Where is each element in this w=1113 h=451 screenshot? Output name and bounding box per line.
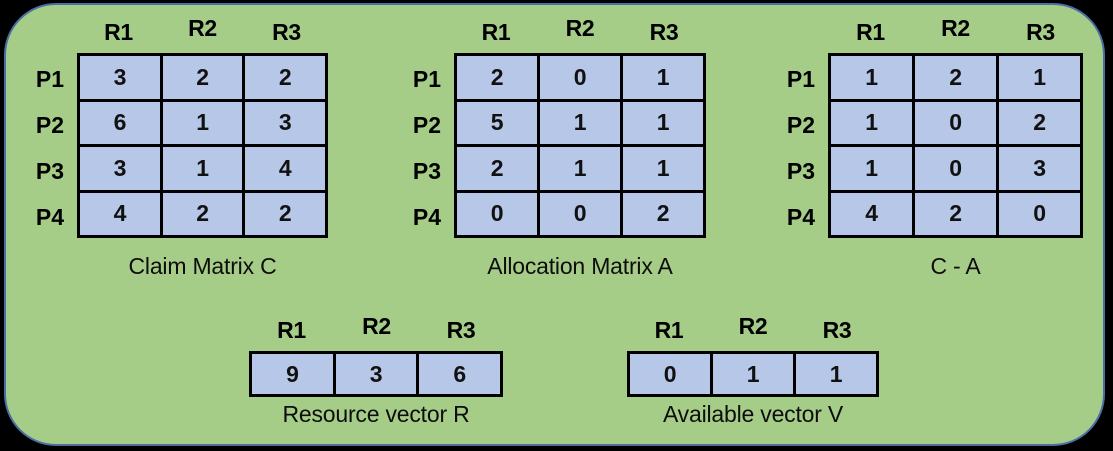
need-cell-p1-r3: 1 bbox=[999, 56, 1080, 99]
need-row-label-p1: P1 bbox=[786, 65, 816, 92]
need-col-header-r1: R1 bbox=[856, 19, 885, 45]
allocation-cell-p1-r2: 0 bbox=[540, 56, 620, 99]
claim-row-label-p1: P1 bbox=[35, 65, 65, 92]
claim-cell-p4-r3: 2 bbox=[245, 192, 325, 235]
claim-matrix-column-headers: R1 R2 R3 bbox=[77, 15, 328, 53]
claim-cell-p2-r2: 1 bbox=[162, 101, 243, 144]
allocation-row-label-p4: P4 bbox=[412, 203, 442, 230]
claim-matrix-caption: Claim Matrix C bbox=[128, 253, 277, 279]
resource-col-header-r3: R3 bbox=[446, 317, 476, 343]
claim-row-label-p3: P3 bbox=[35, 157, 65, 184]
resource-cell-r3: 6 bbox=[419, 354, 500, 394]
resource-col-header-r2: R2 bbox=[362, 313, 391, 339]
claim-cell-p2-r3: 3 bbox=[245, 101, 325, 144]
claim-col-header-r2: R2 bbox=[188, 15, 217, 41]
claim-cell-p3-r3: 4 bbox=[245, 147, 325, 190]
available-col-header-r1: R1 bbox=[654, 317, 684, 343]
need-matrix-row-labels: P1 P2 P3 P4 bbox=[779, 56, 823, 240]
allocation-cell-p3-r3: 1 bbox=[623, 147, 703, 190]
allocation-row-label-p1: P1 bbox=[412, 65, 442, 92]
allocation-cell-p1-r3: 1 bbox=[623, 56, 703, 99]
allocation-matrix-caption: Allocation Matrix A bbox=[487, 253, 673, 279]
resource-vector-caption: Resource vector R bbox=[282, 401, 470, 427]
need-cell-p1-r1: 1 bbox=[831, 56, 912, 99]
allocation-cell-p2-r1: 5 bbox=[457, 101, 537, 144]
need-cell-p2-r2: 0 bbox=[915, 101, 996, 144]
resource-cell-r2: 3 bbox=[335, 354, 417, 394]
allocation-cell-p3-r1: 2 bbox=[457, 147, 537, 190]
available-cell-r1: 0 bbox=[630, 354, 710, 394]
claim-row-label-p4: P4 bbox=[35, 203, 65, 230]
allocation-matrix-row-labels: P1 P2 P3 P4 bbox=[405, 56, 449, 240]
allocation-cell-p4-r1: 0 bbox=[457, 192, 537, 235]
claim-col-header-r3: R3 bbox=[272, 19, 301, 45]
need-row-label-p3: P3 bbox=[786, 157, 816, 184]
allocation-cell-p4-r3: 2 bbox=[623, 192, 703, 235]
need-col-header-r3: R3 bbox=[1026, 19, 1055, 45]
allocation-row-label-p3: P3 bbox=[412, 157, 442, 184]
allocation-col-header-r3: R3 bbox=[649, 19, 679, 45]
resource-vector-grid: 9 3 6 bbox=[249, 351, 503, 397]
claim-matrix-block: R1 R2 R3 P1 P2 P3 P4 3 2 2 6 1 3 3 1 4 bbox=[36, 15, 328, 238]
allocation-matrix-grid: P1 P2 P3 P4 2 0 1 5 1 1 2 1 1 0 0 2 bbox=[413, 53, 706, 238]
claim-cell-p1-r3: 2 bbox=[245, 56, 325, 99]
allocation-row-label-p2: P2 bbox=[412, 111, 442, 138]
need-cell-p4-r2: 2 bbox=[915, 192, 996, 235]
allocation-cell-p3-r2: 1 bbox=[540, 147, 620, 190]
allocation-matrix-block: R1 R2 R3 P1 P2 P3 P4 2 0 1 5 1 1 2 1 1 bbox=[413, 15, 706, 238]
claim-matrix-row-labels: P1 P2 P3 P4 bbox=[28, 56, 72, 240]
claim-cell-p1-r1: 3 bbox=[80, 56, 160, 99]
need-cell-p3-r2: 0 bbox=[915, 147, 996, 190]
available-vector-block: R1 R2 R3 0 1 1 bbox=[627, 313, 879, 397]
need-matrix-block: R1 R2 R3 P1 P2 P3 P4 1 2 1 1 0 2 1 0 3 bbox=[787, 15, 1083, 238]
diagram-panel: R1 R2 R3 P1 P2 P3 P4 3 2 2 6 1 3 3 1 4 bbox=[4, 3, 1105, 446]
need-cell-p3-r1: 1 bbox=[831, 147, 912, 190]
need-cell-p1-r2: 2 bbox=[915, 56, 996, 99]
available-cell-r2: 1 bbox=[713, 354, 793, 394]
need-cell-p4-r1: 4 bbox=[831, 192, 912, 235]
allocation-col-header-r2: R2 bbox=[565, 15, 595, 41]
need-cell-p3-r3: 3 bbox=[999, 147, 1080, 190]
resource-cell-r1: 9 bbox=[252, 354, 333, 394]
need-matrix-caption: C - A bbox=[930, 253, 981, 279]
available-vector-caption: Available vector V bbox=[662, 401, 844, 427]
need-cell-p2-r3: 2 bbox=[999, 101, 1080, 144]
claim-cell-p4-r2: 2 bbox=[162, 192, 243, 235]
need-cell-p2-r1: 1 bbox=[831, 101, 912, 144]
need-row-label-p4: P4 bbox=[786, 203, 816, 230]
claim-row-label-p2: P2 bbox=[35, 111, 65, 138]
resource-col-header-r1: R1 bbox=[277, 317, 306, 343]
allocation-cell-p2-r2: 1 bbox=[540, 101, 620, 144]
allocation-cell-p4-r2: 0 bbox=[540, 192, 620, 235]
need-cell-p4-r3: 0 bbox=[999, 192, 1080, 235]
claim-cell-p2-r1: 6 bbox=[80, 101, 160, 144]
need-matrix-column-headers: R1 R2 R3 bbox=[828, 15, 1083, 53]
available-vector-grid: 0 1 1 bbox=[627, 351, 879, 397]
claim-cell-p3-r1: 3 bbox=[80, 147, 160, 190]
need-matrix-grid: P1 P2 P3 P4 1 2 1 1 0 2 1 0 3 4 2 0 bbox=[787, 53, 1083, 238]
available-cell-r3: 1 bbox=[796, 354, 876, 394]
claim-matrix-grid: P1 P2 P3 P4 3 2 2 6 1 3 3 1 4 4 2 2 bbox=[36, 53, 328, 238]
allocation-col-header-r1: R1 bbox=[481, 19, 511, 45]
available-col-header-r2: R2 bbox=[738, 313, 768, 339]
claim-col-header-r1: R1 bbox=[104, 19, 133, 45]
allocation-cell-p1-r1: 2 bbox=[457, 56, 537, 99]
resource-vector-column-headers: R1 R2 R3 bbox=[249, 313, 503, 351]
claim-cell-p3-r2: 1 bbox=[162, 147, 243, 190]
need-row-label-p2: P2 bbox=[786, 111, 816, 138]
available-vector-column-headers: R1 R2 R3 bbox=[627, 313, 879, 351]
allocation-cell-p2-r3: 1 bbox=[623, 101, 703, 144]
available-col-header-r3: R3 bbox=[822, 317, 852, 343]
resource-vector-block: R1 R2 R3 9 3 6 bbox=[249, 313, 503, 397]
need-col-header-r2: R2 bbox=[941, 15, 970, 41]
claim-cell-p4-r1: 4 bbox=[80, 192, 160, 235]
allocation-matrix-column-headers: R1 R2 R3 bbox=[454, 15, 706, 53]
claim-cell-p1-r2: 2 bbox=[162, 56, 243, 99]
